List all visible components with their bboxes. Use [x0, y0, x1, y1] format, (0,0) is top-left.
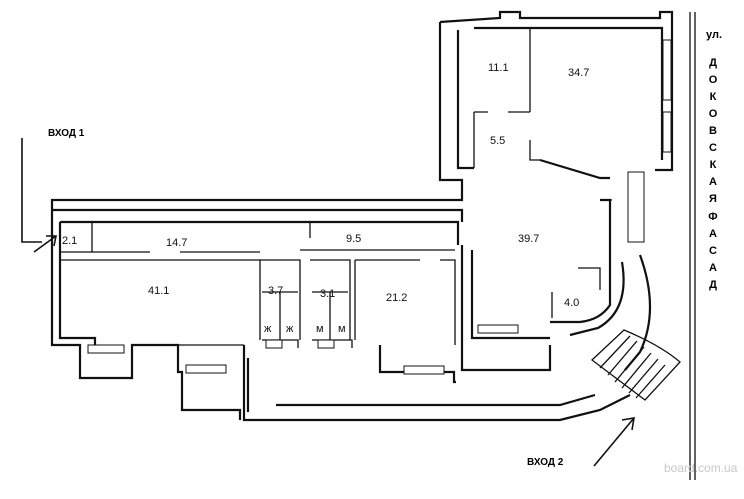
- street-prefix: ул.: [706, 29, 722, 41]
- watermark: board.com.ua: [664, 461, 738, 475]
- windows: [87, 39, 672, 375]
- svg-text:м: м: [338, 323, 346, 335]
- room-area: 2.1: [62, 235, 77, 247]
- room-area: 5.5: [490, 135, 505, 147]
- svg-text:ж: ж: [264, 323, 272, 335]
- room-labels: 11.1 34.7 5.5 2.1 14.7 9.5 39.7 41.1 3.7…: [62, 62, 589, 309]
- arrow-icon: [21, 138, 57, 253]
- room-area: 21.2: [386, 292, 407, 304]
- room-area: 14.7: [166, 237, 187, 249]
- room-area: 9.5: [346, 233, 361, 245]
- room-area: 4.0: [564, 297, 579, 309]
- street-line: [689, 12, 696, 480]
- svg-text:ж: ж: [286, 323, 294, 335]
- arrow-icon: [593, 417, 635, 467]
- room-area: 34.7: [568, 67, 589, 79]
- room-area: 3.1: [320, 288, 335, 300]
- room-area: 11.1: [488, 62, 509, 74]
- interior-walls: [60, 28, 612, 348]
- entrance-label: ВХОД 1: [48, 128, 85, 139]
- outer-walls: [50, 10, 674, 422]
- stairs-icon: [590, 329, 681, 401]
- room-area: 39.7: [518, 233, 539, 245]
- toilet-icon: ж ж м м: [264, 323, 346, 335]
- room-area: 3.7: [268, 285, 283, 297]
- entrance-label: ВХОД 2: [527, 457, 564, 468]
- svg-text:м: м: [316, 323, 324, 335]
- room-area: 41.1: [148, 285, 169, 297]
